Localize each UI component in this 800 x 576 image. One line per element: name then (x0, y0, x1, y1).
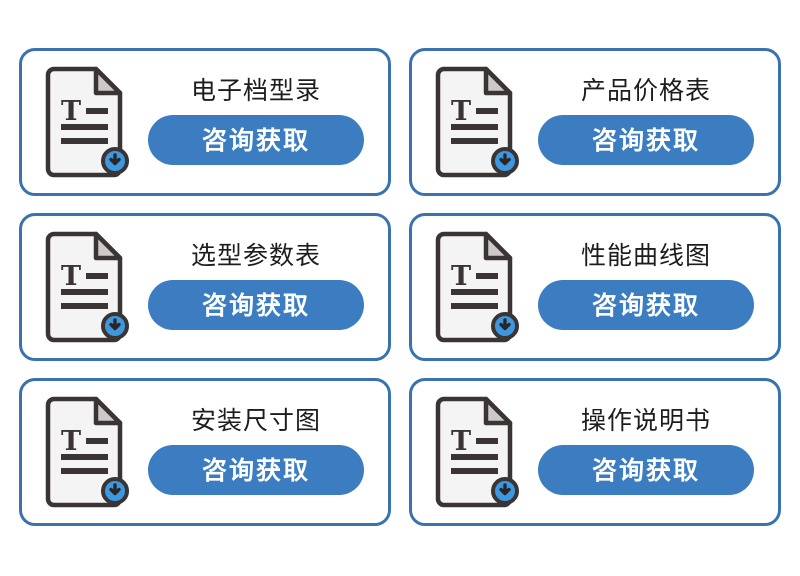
svg-text:T: T (451, 96, 471, 127)
document-download-icon: T (42, 66, 134, 178)
svg-text:T: T (451, 426, 471, 457)
consult-button[interactable]: 咨询获取 (148, 445, 364, 496)
resource-card-electronic-catalog[interactable]: T 电子档型录 咨询获取 (19, 48, 391, 196)
document-download-icon: T (432, 66, 524, 178)
resource-card-operation-manual[interactable]: T 操作说明书 咨询获取 (409, 378, 781, 526)
card-title: 产品价格表 (580, 75, 711, 105)
svg-text:T: T (451, 261, 471, 292)
resource-card-performance-curve-chart[interactable]: T 性能曲线图 咨询获取 (409, 213, 781, 361)
card-body: 电子档型录 咨询获取 (134, 77, 378, 168)
consult-button[interactable]: 咨询获取 (148, 115, 364, 166)
card-body: 选型参数表 咨询获取 (134, 242, 378, 333)
document-download-icon: T (432, 231, 524, 343)
card-title: 安装尺寸图 (190, 405, 321, 435)
card-title: 性能曲线图 (580, 240, 711, 270)
consult-button[interactable]: 咨询获取 (148, 280, 364, 331)
card-title: 电子档型录 (190, 75, 321, 105)
card-body: 操作说明书 咨询获取 (524, 407, 768, 498)
resource-card-grid: T 电子档型录 咨询获取 T (19, 48, 781, 526)
svg-text:T: T (61, 96, 81, 127)
resource-card-installation-dimension-drawing[interactable]: T 安装尺寸图 咨询获取 (19, 378, 391, 526)
consult-button[interactable]: 咨询获取 (538, 115, 754, 166)
card-body: 产品价格表 咨询获取 (524, 77, 768, 168)
resource-card-selection-parameter-table[interactable]: T 选型参数表 咨询获取 (19, 213, 391, 361)
resource-card-product-price-list[interactable]: T 产品价格表 咨询获取 (409, 48, 781, 196)
svg-text:T: T (61, 426, 81, 457)
card-title: 选型参数表 (190, 240, 321, 270)
consult-button[interactable]: 咨询获取 (538, 280, 754, 331)
card-body: 性能曲线图 咨询获取 (524, 242, 768, 333)
document-download-icon: T (42, 396, 134, 508)
consult-button[interactable]: 咨询获取 (538, 445, 754, 496)
document-download-icon: T (432, 396, 524, 508)
document-download-icon: T (42, 231, 134, 343)
card-title: 操作说明书 (580, 405, 711, 435)
svg-text:T: T (61, 261, 81, 292)
card-body: 安装尺寸图 咨询获取 (134, 407, 378, 498)
